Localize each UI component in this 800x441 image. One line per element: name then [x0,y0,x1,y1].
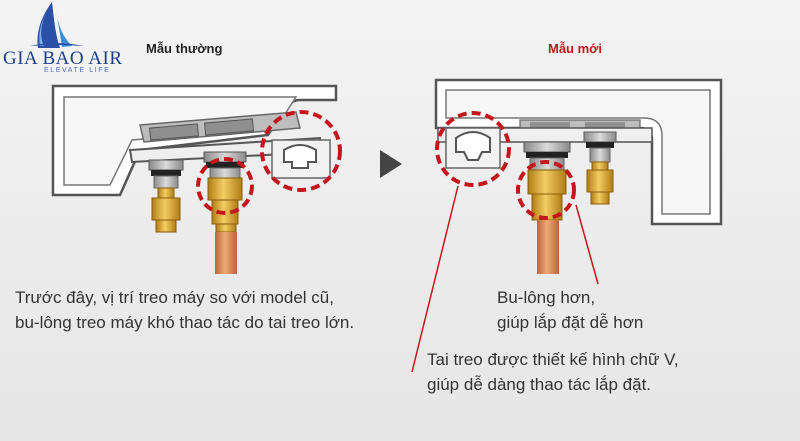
brand-name: GIA BAO AIR [3,48,123,69]
caption-hanger: Tai treo được thiết kế hình chữ V, giúp … [427,347,679,397]
caption-line: giúp lắp đặt dễ hơn [497,313,644,332]
new-model-unit [434,78,723,274]
caption-line: Bu-lông hơn, [497,288,596,307]
new-hanger-highlight [435,111,511,187]
old-hanger-highlight [260,110,342,192]
new-bolt-highlight [516,160,576,220]
caption-line: Tai treo được thiết kế hình chữ V, [427,350,679,369]
sail-logo-icon [30,2,84,48]
new-model-title: Mẫu mới [548,41,603,56]
brand-slogan: ELEVATE LIFE [44,67,111,74]
caption-line: bu-lông treo máy khó thao tác do tai tre… [15,313,355,332]
caption-line: Trước đây, vị trí treo máy so với model … [15,288,334,307]
old-model-unit [51,84,338,274]
caption-line: giúp dễ dàng thao tác lắp đặt. [427,375,652,394]
bolt-leader-line [575,204,599,285]
brand-logo: GIA BAO AIR ELEVATE LIFE [0,0,125,80]
hanger-leader-line [411,185,459,373]
caption-bolt: Bu-lông hơn, giúp lắp đặt dễ hơn [497,285,643,335]
caption-old-model: Trước đây, vị trí treo máy so với model … [15,285,354,335]
triangle-right-arrow-icon [380,150,402,178]
old-model-title: Mẫu thường [146,41,223,56]
old-bolt-highlight [196,157,254,215]
